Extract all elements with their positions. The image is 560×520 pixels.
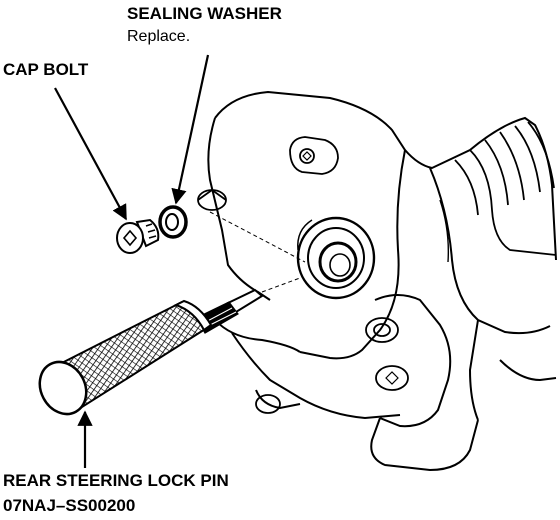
gearbox-housing bbox=[207, 90, 557, 472]
lock-pin-part-number: 07NAJ–SS00200 bbox=[3, 496, 136, 515]
sealing-washer bbox=[158, 205, 188, 239]
cap-bolt-leader bbox=[54, 87, 127, 221]
installation-guide-line bbox=[209, 211, 306, 263]
sealing-washer-note: Replace. bbox=[127, 28, 191, 45]
housing-bolt-boss-left bbox=[197, 188, 227, 211]
lock-pin-label: REAR STEERING LOCK PIN bbox=[3, 471, 229, 490]
sealing-washer-label: SEALING WASHER bbox=[127, 4, 282, 23]
sealing-washer-leader bbox=[171, 54, 210, 205]
pin-guide-line bbox=[261, 277, 301, 293]
lock-pin-bore bbox=[296, 216, 376, 300]
lock-pin-tool bbox=[38, 288, 264, 416]
housing-bolt-boss-mid bbox=[365, 317, 399, 343]
housing-bolt-boss-low bbox=[255, 365, 409, 414]
housing-bolt-boss-top bbox=[289, 136, 339, 175]
gearbox-boot bbox=[439, 121, 557, 263]
cap-bolt bbox=[116, 218, 160, 254]
cap-bolt-label: CAP BOLT bbox=[3, 60, 89, 79]
